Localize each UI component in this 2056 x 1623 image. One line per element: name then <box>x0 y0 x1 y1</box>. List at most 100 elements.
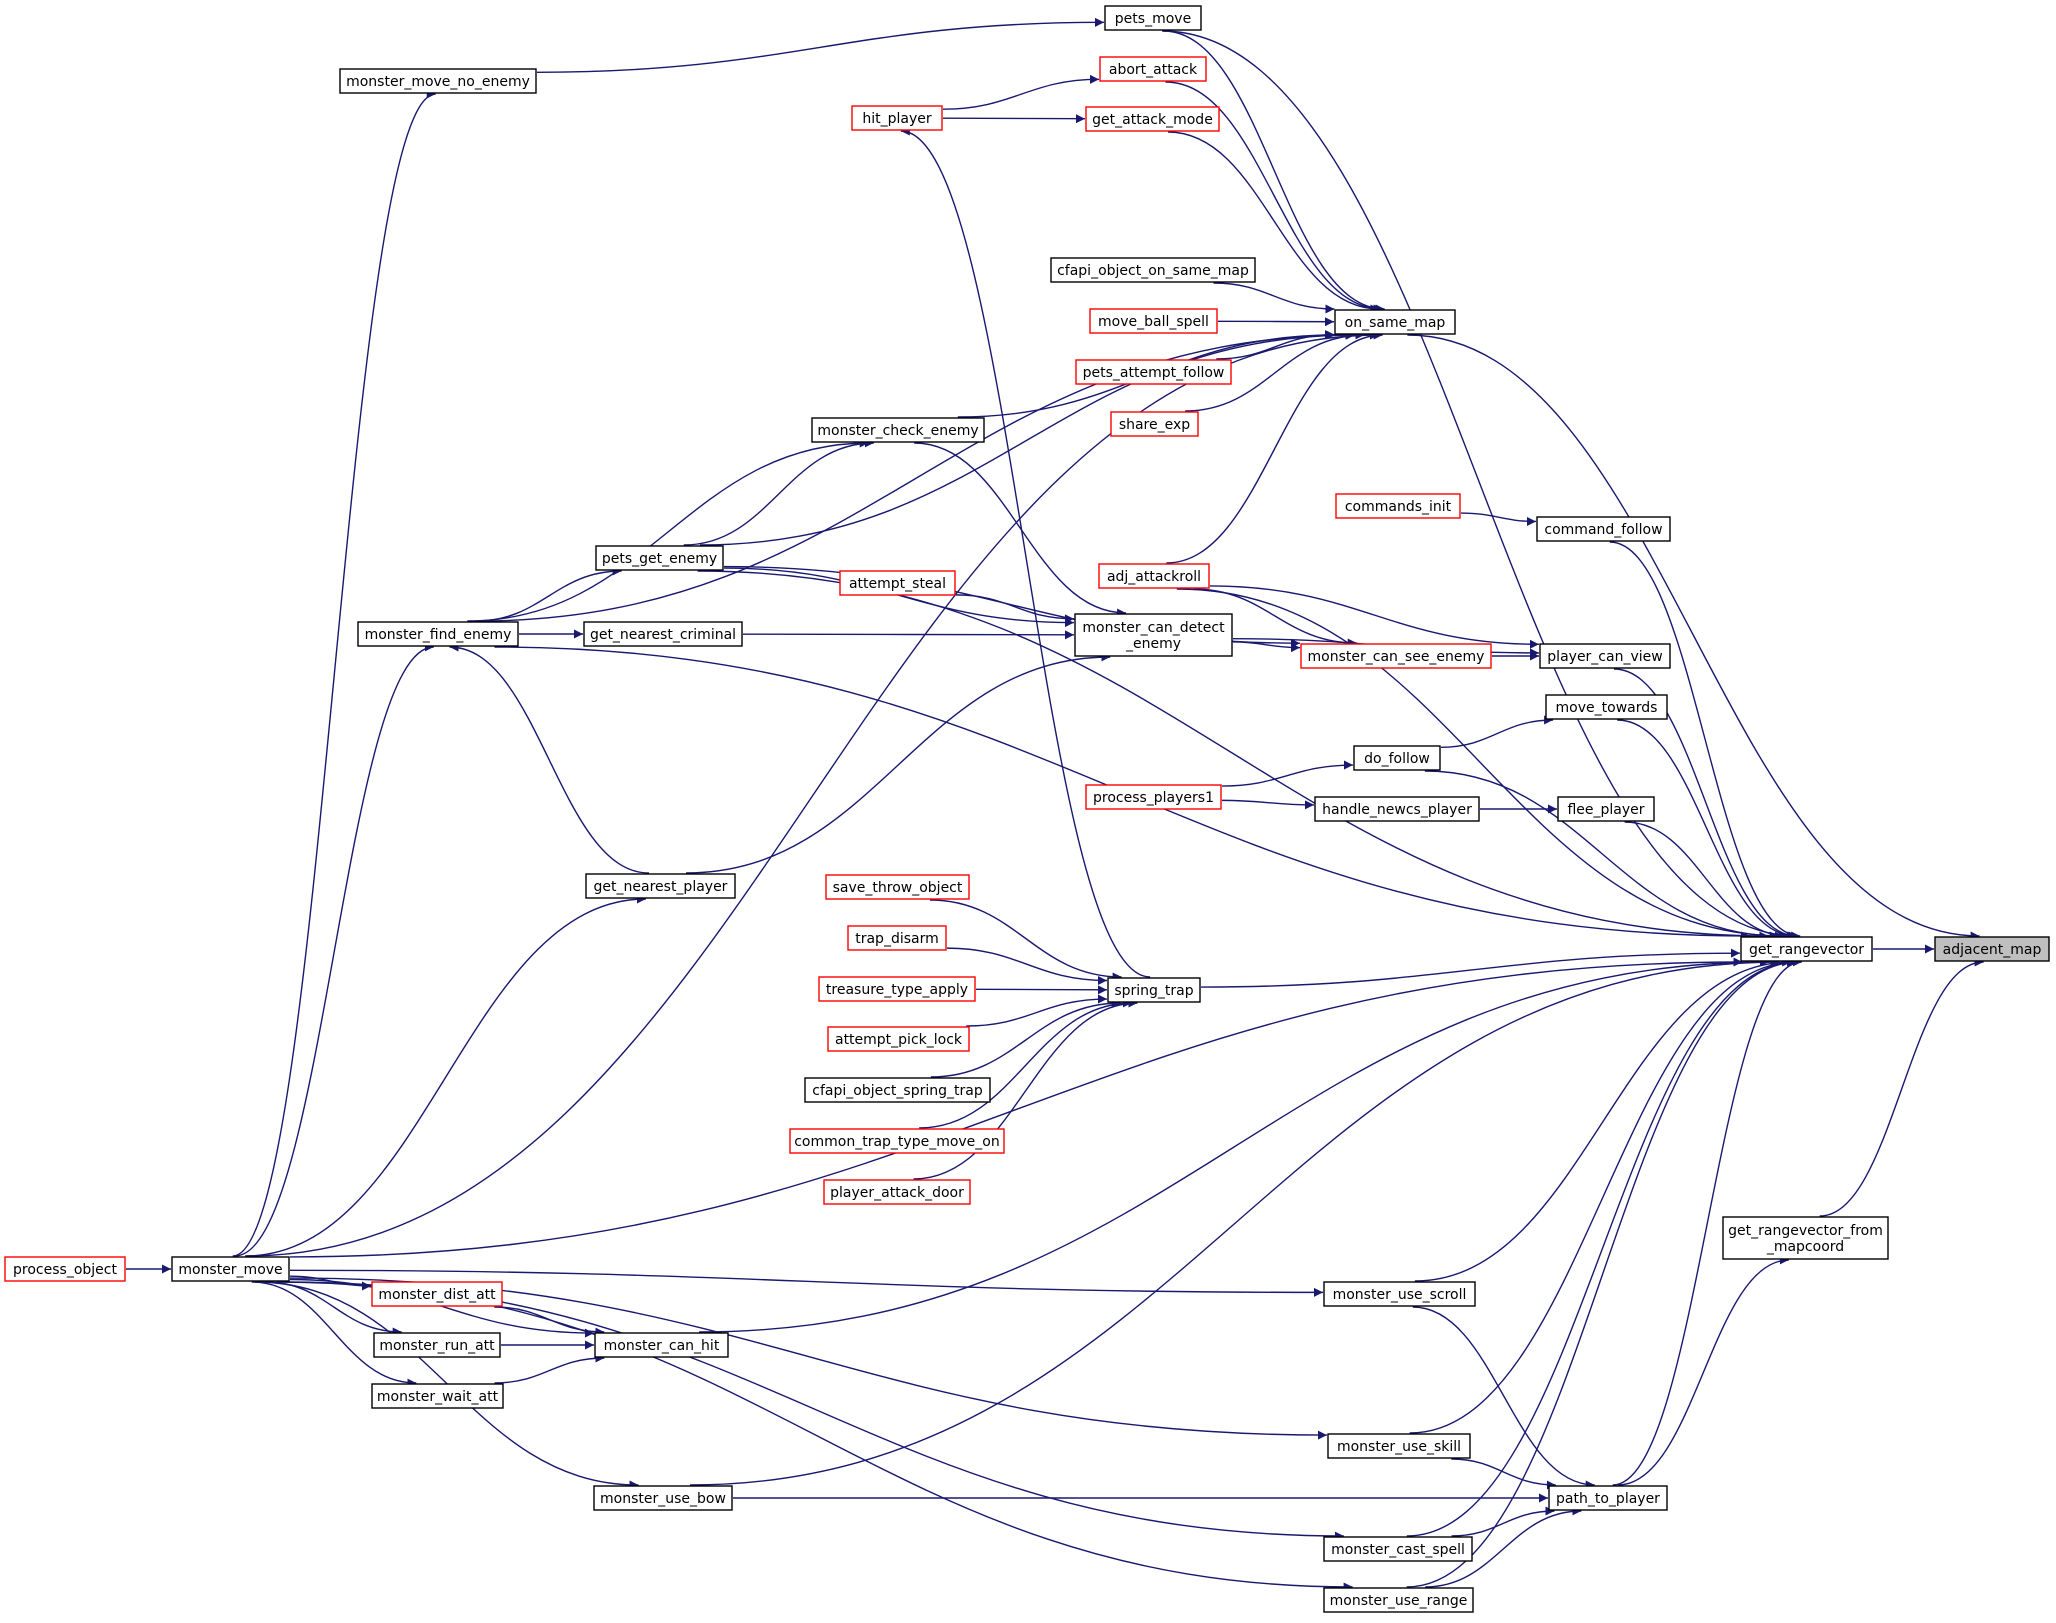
node-monster_find_enemy[interactable]: monster_find_enemy <box>357 621 519 647</box>
node-monster_run_att[interactable]: monster_run_att <box>373 1332 501 1358</box>
node-get_nearest_player[interactable]: get_nearest_player <box>585 873 736 899</box>
edge-spring_trap-to-get_rangevector <box>1200 948 1741 988</box>
edge-cfapi_object_on_same_map-to-on_same_map <box>1213 282 1335 314</box>
node-box <box>1089 308 1218 334</box>
node-spring_trap[interactable]: spring_trap <box>1107 977 1201 1003</box>
node-pets_attempt_follow[interactable]: pets_attempt_follow <box>1075 359 1232 385</box>
edge-common_trap_type_move_on-to-spring_trap <box>919 998 1132 1129</box>
node-monster_can_see_enemy[interactable]: monster_can_see_enemy <box>1300 643 1492 669</box>
node-box <box>371 1281 503 1307</box>
node-get_attack_mode[interactable]: get_attack_mode <box>1085 106 1220 132</box>
edge-pets_get_enemy-to-monster_check_enemy <box>683 438 874 546</box>
node-monster_dist_att[interactable]: monster_dist_att <box>371 1281 503 1307</box>
node-monster_use_scroll[interactable]: monster_use_scroll <box>1323 1281 1476 1307</box>
node-player_can_view[interactable]: player_can_view <box>1539 643 1671 669</box>
edge-monster_check_enemy-to-monster_can_detect_enemy <box>914 442 1127 618</box>
node-box <box>1104 5 1202 31</box>
node-handle_newcs_player[interactable]: handle_newcs_player <box>1314 796 1480 822</box>
node-process_players1[interactable]: process_players1 <box>1085 784 1222 810</box>
node-path_to_player[interactable]: path_to_player <box>1548 1485 1668 1511</box>
node-label: process_players1 <box>1093 790 1214 806</box>
edge-monster_move-to-on_same_map <box>246 330 1380 1257</box>
node-label: player_can_view <box>1547 649 1662 665</box>
edge-attempt_pick_lock-to-spring_trap <box>966 994 1108 1027</box>
node-label: monster_dist_att <box>378 1287 496 1303</box>
node-get_rangevector[interactable]: get_rangevector <box>1740 936 1873 962</box>
edge-get_nearest_player-to-monster_find_enemy <box>449 642 650 874</box>
node-label: monster_use_bow <box>600 1491 726 1507</box>
edge-monster_move-to-monster_use_scroll <box>289 1269 1324 1297</box>
node-box <box>357 621 519 647</box>
node-move_towards[interactable]: move_towards <box>1545 694 1668 720</box>
node-monster_wait_att[interactable]: monster_wait_att <box>371 1383 504 1409</box>
edge-monster_can_hit-to-get_rangevector <box>699 957 1769 1333</box>
node-box <box>595 545 724 571</box>
node-flee_player[interactable]: flee_player <box>1557 796 1655 822</box>
edge-monster_use_skill-to-get_rangevector <box>1409 957 1796 1434</box>
node-box <box>1323 1281 1476 1307</box>
node-cfapi_object_spring_trap[interactable]: cfapi_object_spring_trap <box>804 1077 991 1103</box>
node-box <box>847 925 947 951</box>
node-on_same_map[interactable]: on_same_map <box>1334 309 1456 335</box>
node-cfapi_object_on_same_map[interactable]: cfapi_object_on_same_map <box>1050 257 1256 283</box>
node-monster_move_no_enemy[interactable]: monster_move_no_enemy <box>339 68 537 94</box>
edge-flee_player-to-get_rangevector <box>1624 821 1788 941</box>
node-commands_init[interactable]: commands_init <box>1335 493 1461 519</box>
node-monster_can_detect_enemy[interactable]: monster_can_detect_enemy <box>1074 613 1233 657</box>
node-label: monster_use_skill <box>1337 1439 1461 1455</box>
edge-trap_disarm-to-spring_trap <box>946 947 1108 985</box>
node-trap_disarm[interactable]: trap_disarm <box>847 925 947 951</box>
node-label: monster_use_range <box>1330 1593 1468 1609</box>
node-attempt_steal[interactable]: attempt_steal <box>839 570 956 596</box>
node-treasure_type_apply[interactable]: treasure_type_apply <box>818 976 976 1002</box>
node-adjacent_map[interactable]: adjacent_map <box>1934 936 2050 962</box>
node-process_object[interactable]: process_object <box>4 1256 126 1282</box>
node-player_attack_door[interactable]: player_attack_door <box>823 1179 971 1205</box>
edge-get_nearest_player-to-monster_can_detect_enemy <box>686 652 1111 874</box>
node-monster_use_range[interactable]: monster_use_range <box>1323 1587 1474 1613</box>
edge-save_throw_object-to-spring_trap <box>929 899 1122 982</box>
node-label: pets_attempt_follow <box>1083 365 1225 381</box>
node-common_trap_type_move_on[interactable]: common_trap_type_move_on <box>789 1128 1005 1154</box>
node-save_throw_object[interactable]: save_throw_object <box>825 874 970 900</box>
edge-monster_move-to-monster_wait_att <box>251 1281 417 1388</box>
node-box <box>585 873 736 899</box>
node-label: common_trap_type_move_on <box>794 1134 1000 1150</box>
node-do_follow[interactable]: do_follow <box>1353 745 1441 771</box>
node-abort_attack[interactable]: abort_attack <box>1099 56 1207 82</box>
node-attempt_pick_lock[interactable]: attempt_pick_lock <box>827 1026 970 1052</box>
node-label: treasure_type_apply <box>826 982 968 998</box>
node-hit_player[interactable]: hit_player <box>851 105 943 131</box>
edge-hit_player-to-abort_attack <box>942 74 1100 110</box>
node-label: monster_wait_att <box>377 1389 499 1405</box>
node-box <box>1099 56 1207 82</box>
node-box <box>4 1256 126 1282</box>
edge-monster_move-to-get_nearest_player <box>245 894 646 1257</box>
node-share_exp[interactable]: share_exp <box>1110 411 1199 437</box>
node-monster_move[interactable]: monster_move <box>171 1256 290 1282</box>
node-monster_check_enemy[interactable]: monster_check_enemy <box>811 417 985 443</box>
node-monster_cast_spell[interactable]: monster_cast_spell <box>1323 1536 1473 1562</box>
node-pets_get_enemy[interactable]: pets_get_enemy <box>595 545 724 571</box>
node-adj_attackroll[interactable]: adj_attackroll <box>1098 563 1210 589</box>
node-pets_move[interactable]: pets_move <box>1104 5 1202 31</box>
node-box <box>811 417 985 443</box>
node-move_ball_spell[interactable]: move_ball_spell <box>1089 308 1218 334</box>
node-monster_can_hit[interactable]: monster_can_hit <box>594 1332 729 1358</box>
node-label: player_attack_door <box>830 1185 964 1201</box>
node-command_follow[interactable]: command_follow <box>1536 516 1671 542</box>
node-label: attempt_pick_lock <box>835 1032 963 1048</box>
node-get_nearest_criminal[interactable]: get_nearest_criminal <box>583 621 743 647</box>
node-monster_use_bow[interactable]: monster_use_bow <box>593 1485 733 1511</box>
edge-do_follow-to-get_rangevector <box>1424 770 1779 941</box>
node-label: command_follow <box>1544 522 1662 538</box>
node-label: get_nearest_player <box>594 879 728 895</box>
node-label: adjacent_map <box>1943 942 2042 958</box>
node-monster_use_skill[interactable]: monster_use_skill <box>1327 1433 1471 1459</box>
node-get_rangevector_from_mapcoord[interactable]: get_rangevector_from_mapcoord <box>1722 1216 1889 1260</box>
node-label: _enemy <box>1125 636 1181 652</box>
node-label: _mapcoord <box>1766 1239 1844 1255</box>
edge-player_can_view-to-get_rangevector <box>1613 668 1798 941</box>
edge-command_follow-to-get_rangevector <box>1609 541 1801 941</box>
